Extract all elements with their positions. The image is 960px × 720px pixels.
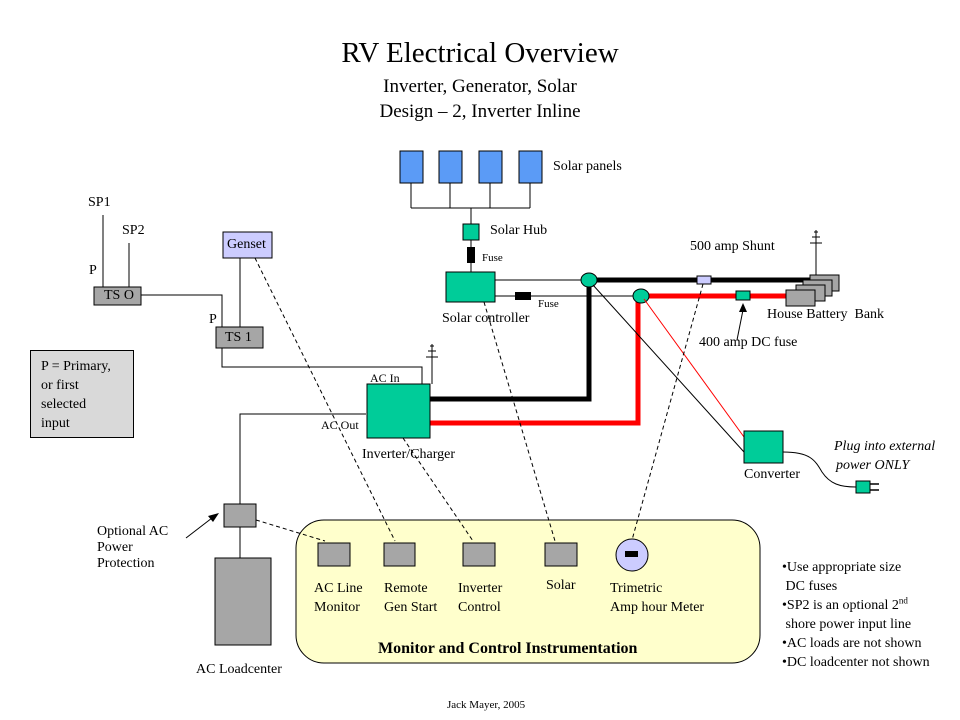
genset bbox=[222, 231, 273, 259]
label-inverter-charger: Inverter/Charger bbox=[362, 447, 456, 462]
transfer-switch-1 bbox=[215, 326, 264, 349]
label-p-mid: P bbox=[209, 312, 217, 327]
label-dc-fuse: 400 amp DC fuse bbox=[699, 335, 798, 350]
legend-box: P = Primary, or first selected input bbox=[30, 350, 134, 438]
label-ac-out: AC Out bbox=[321, 418, 359, 432]
label-solar-panels: Solar panels bbox=[553, 159, 622, 174]
label-remote-2: Gen Start bbox=[384, 600, 438, 615]
solar-panel bbox=[478, 150, 503, 184]
page-subtitle-1: Inverter, Generator, Solar bbox=[383, 76, 577, 97]
plug-icon bbox=[855, 480, 871, 494]
label-house-battery: House Battery Bank bbox=[767, 307, 885, 322]
control-dashed-lines bbox=[254, 257, 704, 542]
label-p-top: P bbox=[89, 263, 97, 278]
label-converter: Converter bbox=[744, 467, 800, 482]
label-ac-line-1: AC Line bbox=[314, 581, 363, 596]
note-item: shore power input line bbox=[782, 617, 912, 632]
note-item: •Use appropriate size bbox=[782, 560, 902, 575]
note-text: •SP2 is an optional 2 bbox=[782, 598, 899, 613]
page-title: RV Electrical Overview bbox=[341, 37, 619, 69]
legend-line: P = Primary, bbox=[41, 359, 111, 374]
shunt bbox=[696, 275, 712, 285]
transfer-switch-0 bbox=[93, 286, 142, 306]
solar-panel bbox=[518, 150, 543, 184]
inverter-ground-symbol bbox=[426, 344, 438, 384]
inverter-control bbox=[462, 542, 496, 567]
solar-panel bbox=[438, 150, 463, 184]
note-item: •SP2 is an optional 2nd bbox=[782, 596, 930, 615]
label-genset: Genset bbox=[227, 237, 266, 252]
label-remote-1: Remote bbox=[384, 581, 428, 596]
converter bbox=[743, 430, 784, 464]
ac-power-protection bbox=[223, 503, 257, 528]
label-plug-line2: power ONLY bbox=[836, 458, 910, 473]
optional-arrow bbox=[208, 513, 219, 522]
label-sp1: SP1 bbox=[88, 195, 111, 210]
label-ts0: TS O bbox=[104, 288, 134, 303]
dc-fuse bbox=[735, 290, 751, 301]
label-ts1: TS 1 bbox=[225, 330, 252, 345]
label-shunt: 500 amp Shunt bbox=[690, 239, 775, 254]
label-solar-controller: Solar controller bbox=[442, 311, 530, 326]
controller-wiring bbox=[495, 279, 634, 297]
ground-symbol bbox=[810, 230, 822, 275]
label-ac-in: AC In bbox=[370, 371, 400, 385]
label-inverter-2: Control bbox=[458, 600, 501, 615]
ac-line-monitor bbox=[317, 542, 351, 567]
page-subtitle-2: Design – 2, Inverter Inline bbox=[379, 101, 581, 122]
solar-hub bbox=[462, 223, 480, 241]
remote-gen-start bbox=[383, 542, 416, 567]
solar-panel-wiring bbox=[410, 183, 531, 272]
dc-fuse-arrow bbox=[739, 303, 747, 312]
label-sp2: SP2 bbox=[122, 223, 145, 238]
note-item: DC fuses bbox=[782, 579, 838, 594]
label-ac-line-2: Monitor bbox=[314, 600, 360, 615]
label-inverter-1: Inverter bbox=[458, 581, 503, 596]
label-fuse-top: Fuse bbox=[482, 252, 503, 264]
dc-fuse-pointer bbox=[736, 309, 744, 341]
notes-list: •Use appropriate size DC fuses •SP2 is a… bbox=[782, 558, 930, 672]
positive-bus-node bbox=[632, 288, 650, 304]
negative-bus-node bbox=[580, 272, 598, 288]
label-plug-line1: Plug into external bbox=[834, 439, 936, 454]
label-optional-3: Protection bbox=[97, 556, 155, 571]
fuse-top bbox=[467, 247, 475, 263]
label-solar-monitor: Solar bbox=[546, 578, 576, 593]
note-item: •DC loadcenter not shown bbox=[782, 655, 930, 670]
label-ac-loadcenter: AC Loadcenter bbox=[196, 662, 282, 677]
legend-line: or first bbox=[41, 378, 79, 393]
ac-loadcenter bbox=[214, 557, 272, 646]
label-optional-2: Power bbox=[97, 540, 133, 555]
footer-credit: Jack Mayer, 2005 bbox=[447, 699, 526, 711]
converter-wiring bbox=[592, 284, 745, 453]
label-optional-1: Optional AC bbox=[97, 524, 169, 539]
legend-line: selected bbox=[41, 397, 87, 412]
fuse-mid bbox=[515, 292, 531, 300]
house-battery-bank bbox=[785, 274, 840, 307]
legend-line: input bbox=[41, 416, 70, 431]
solar-panel bbox=[399, 150, 424, 184]
note-superscript: nd bbox=[898, 595, 908, 606]
plug-cord bbox=[782, 451, 857, 488]
monitor-panel-title: Monitor and Control Instrumentation bbox=[378, 640, 638, 657]
solar-panel-array bbox=[399, 150, 543, 184]
positive-bus-wire bbox=[430, 293, 790, 426]
optional-pointer bbox=[185, 517, 213, 539]
note-item: •AC loads are not shown bbox=[782, 636, 922, 651]
solar-monitor bbox=[544, 542, 578, 567]
label-solar-hub: Solar Hub bbox=[490, 223, 548, 238]
solar-controller bbox=[445, 271, 496, 303]
shore-power-wiring bbox=[102, 215, 423, 558]
label-fuse-mid: Fuse bbox=[538, 298, 559, 310]
trimetric-display bbox=[625, 551, 638, 557]
inverter-charger bbox=[366, 383, 431, 439]
label-trimetric-1: Trimetric bbox=[610, 581, 663, 596]
label-trimetric-2: Amp hour Meter bbox=[610, 600, 705, 615]
